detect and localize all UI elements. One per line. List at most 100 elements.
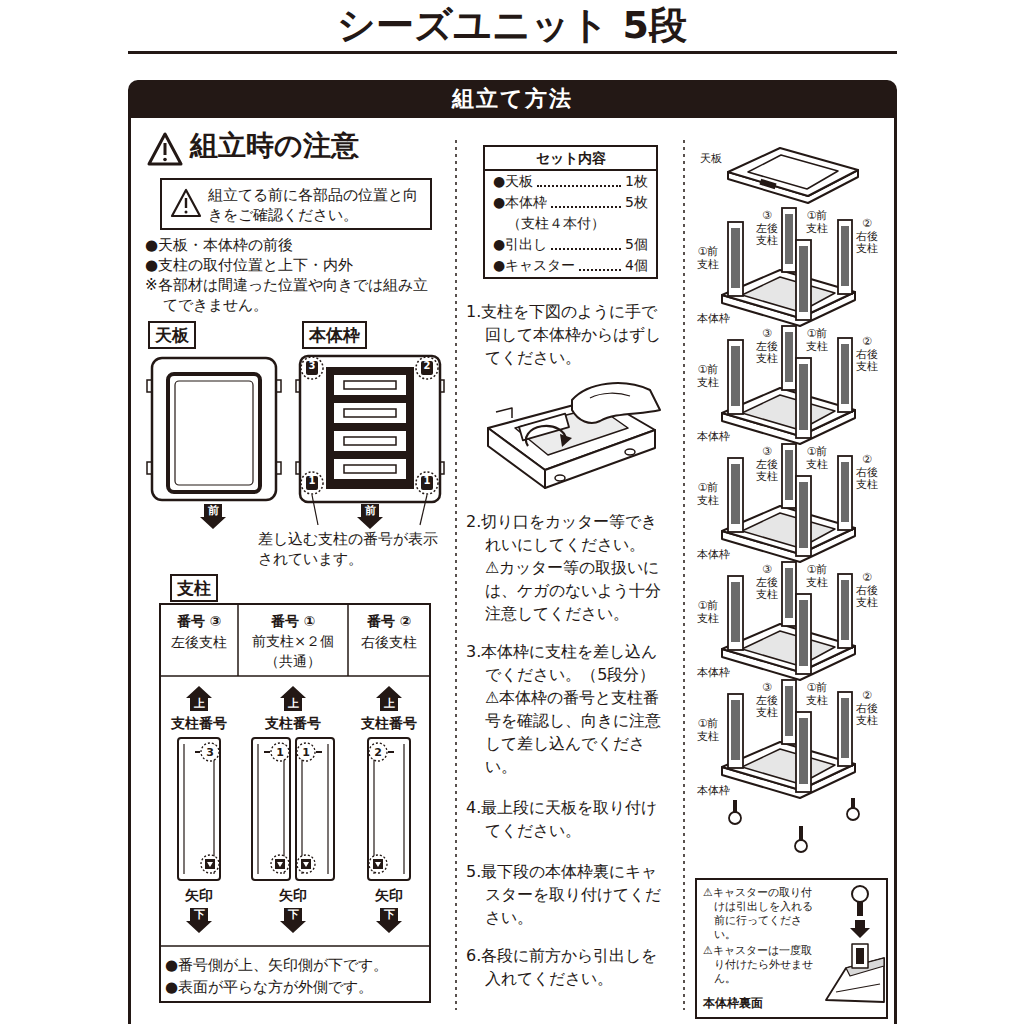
part-quantity: 5枚 xyxy=(625,192,648,213)
step1-illustration-part xyxy=(526,426,566,446)
callout-number: 1 xyxy=(299,746,313,760)
post-drawing-part xyxy=(297,855,315,873)
note-caption: 本体枠裏面 xyxy=(703,995,763,1012)
warning-icon-part xyxy=(163,158,167,162)
post-drawing-part xyxy=(205,859,215,869)
label-text: ② 右後 支柱 xyxy=(856,454,878,492)
post-table-part xyxy=(160,945,430,947)
label-text: 左後支柱 xyxy=(161,633,237,651)
direction-arrow-part xyxy=(186,908,212,933)
post-drawing-part xyxy=(264,751,270,753)
label-text: ●支柱の取付位置と上下・内外 xyxy=(145,256,353,276)
note-text: ⚠キャスターは一度取り付けたら外せません。 xyxy=(703,944,821,986)
post-table-part xyxy=(160,675,430,677)
callout-number: 3 xyxy=(306,361,318,371)
warning-icon-part xyxy=(185,198,187,208)
post-drawing xyxy=(178,738,410,880)
tag-text: 本体枠 xyxy=(309,324,360,346)
warning-icon-part xyxy=(149,134,181,164)
post-drawing-part xyxy=(301,744,302,874)
frame-drawing-part xyxy=(300,356,440,502)
post-drawing-part xyxy=(207,862,213,867)
post-drawing-part xyxy=(403,744,404,874)
label-text: 矢印 xyxy=(359,886,419,904)
post-drawing-part xyxy=(275,859,285,869)
label-text: 支柱番号 xyxy=(344,714,434,732)
step-text: 1.支柱を下図のように手で回して本体枠からはずしてください。 xyxy=(466,300,670,369)
frame-drawing-part xyxy=(344,465,396,473)
label-text: ③ 左後 支柱 xyxy=(756,446,778,484)
step-text: 5.最下段の本体枠裏にキャスターを取り付けてください。 xyxy=(466,860,670,929)
callout-number: 1 xyxy=(306,476,318,486)
parts-row: ●天板1枚 xyxy=(485,171,656,192)
label-text: 番号 ③ xyxy=(161,612,237,630)
caster-wheel-part xyxy=(733,800,737,812)
parts-row: ●キャスター4個 xyxy=(485,255,656,276)
post-drawing-part xyxy=(388,751,394,753)
frame-drawing-part xyxy=(334,375,406,395)
dot-leader xyxy=(551,248,621,250)
label-text: 上 xyxy=(190,698,208,709)
tag-text: 支柱 xyxy=(177,577,211,599)
post-drawing-part xyxy=(271,855,289,873)
label-text: 本体枠 xyxy=(697,784,730,798)
step-text: ⚠カッター等の取扱いには、ケガのないよう十分注意してください。 xyxy=(485,556,670,625)
post-drawing-part xyxy=(296,738,334,880)
post-drawing-part xyxy=(195,751,200,753)
tabletop-exploded-part xyxy=(759,179,776,189)
post-drawing-part xyxy=(213,744,214,874)
label-text: 本体枠 xyxy=(697,666,730,680)
part-tag: 支柱 xyxy=(170,574,218,602)
frame-drawing-part xyxy=(416,357,438,379)
label-text: ①前 支柱 xyxy=(697,600,719,625)
post-drawing-part xyxy=(297,743,315,761)
note-column: ⚠キャスターの取り付けは引出しを入れる前に行ってください。⚠キャスターは一度取り… xyxy=(703,886,821,986)
label-text: ①前 支柱 xyxy=(806,210,828,235)
caution-box: 組立てる前に各部品の位置と向きをご確認ください。 xyxy=(160,178,432,230)
frame-drawing-part xyxy=(306,476,318,490)
caster-detail-part xyxy=(852,944,868,968)
post-drawing-part xyxy=(369,743,387,761)
label-text: ①前 支柱 xyxy=(697,364,719,389)
band-title: 組立て方法 xyxy=(452,84,573,114)
part-quantity: 4個 xyxy=(625,255,648,276)
tabletop-exploded-part xyxy=(728,148,858,196)
tabletop-drawing-part xyxy=(152,358,276,500)
frame-drawing-part xyxy=(344,409,396,417)
post-drawing-part xyxy=(375,862,381,867)
post-drawing-part xyxy=(252,738,290,880)
label-text: ●表面が平らな方が外側です。 xyxy=(165,978,373,998)
table-header: セット内容 xyxy=(485,147,656,171)
dot-leader xyxy=(579,269,621,271)
label-text: 前 xyxy=(361,505,379,516)
tabletop-exploded-part xyxy=(748,155,838,189)
callout-number: 3 xyxy=(203,746,217,760)
title-rule xyxy=(128,51,897,54)
label-text: （共通） xyxy=(239,652,347,670)
parts-row: ●本体枠5枚 xyxy=(485,192,656,213)
post-drawing-part xyxy=(201,743,219,761)
post-drawing-part xyxy=(327,744,328,874)
label-text: ③ 左後 支柱 xyxy=(756,210,778,248)
parts-list-box: セット内容●天板1枚●本体枠5枚（支柱４本付）●引出し5個●キャスター4個 xyxy=(483,145,658,279)
post-drawing-part xyxy=(271,743,289,761)
post-drawing-part xyxy=(277,862,283,867)
post-table xyxy=(160,604,430,1002)
frame-drawing-part xyxy=(306,361,318,375)
step1-illustration-part xyxy=(590,393,630,398)
post-drawing-part xyxy=(373,744,374,874)
exploded-view xyxy=(722,208,855,798)
step1-illustration-part xyxy=(496,408,512,418)
direction-arrow-part xyxy=(376,908,402,933)
label-text: 支柱番号 xyxy=(154,714,244,732)
label-text: 番号 ② xyxy=(349,612,429,630)
caster-detail-part xyxy=(856,948,864,964)
callout-number: 2 xyxy=(421,361,433,371)
exploded-tier xyxy=(722,208,855,326)
label-text: ●番号側が上、矢印側が下です。 xyxy=(165,956,388,976)
label-text: 本体枠 xyxy=(697,548,730,562)
frame-drawing-part xyxy=(416,472,438,494)
warning-icon-part xyxy=(185,211,188,214)
label-text: 上 xyxy=(284,698,302,709)
frame-drawing-part xyxy=(357,504,383,529)
